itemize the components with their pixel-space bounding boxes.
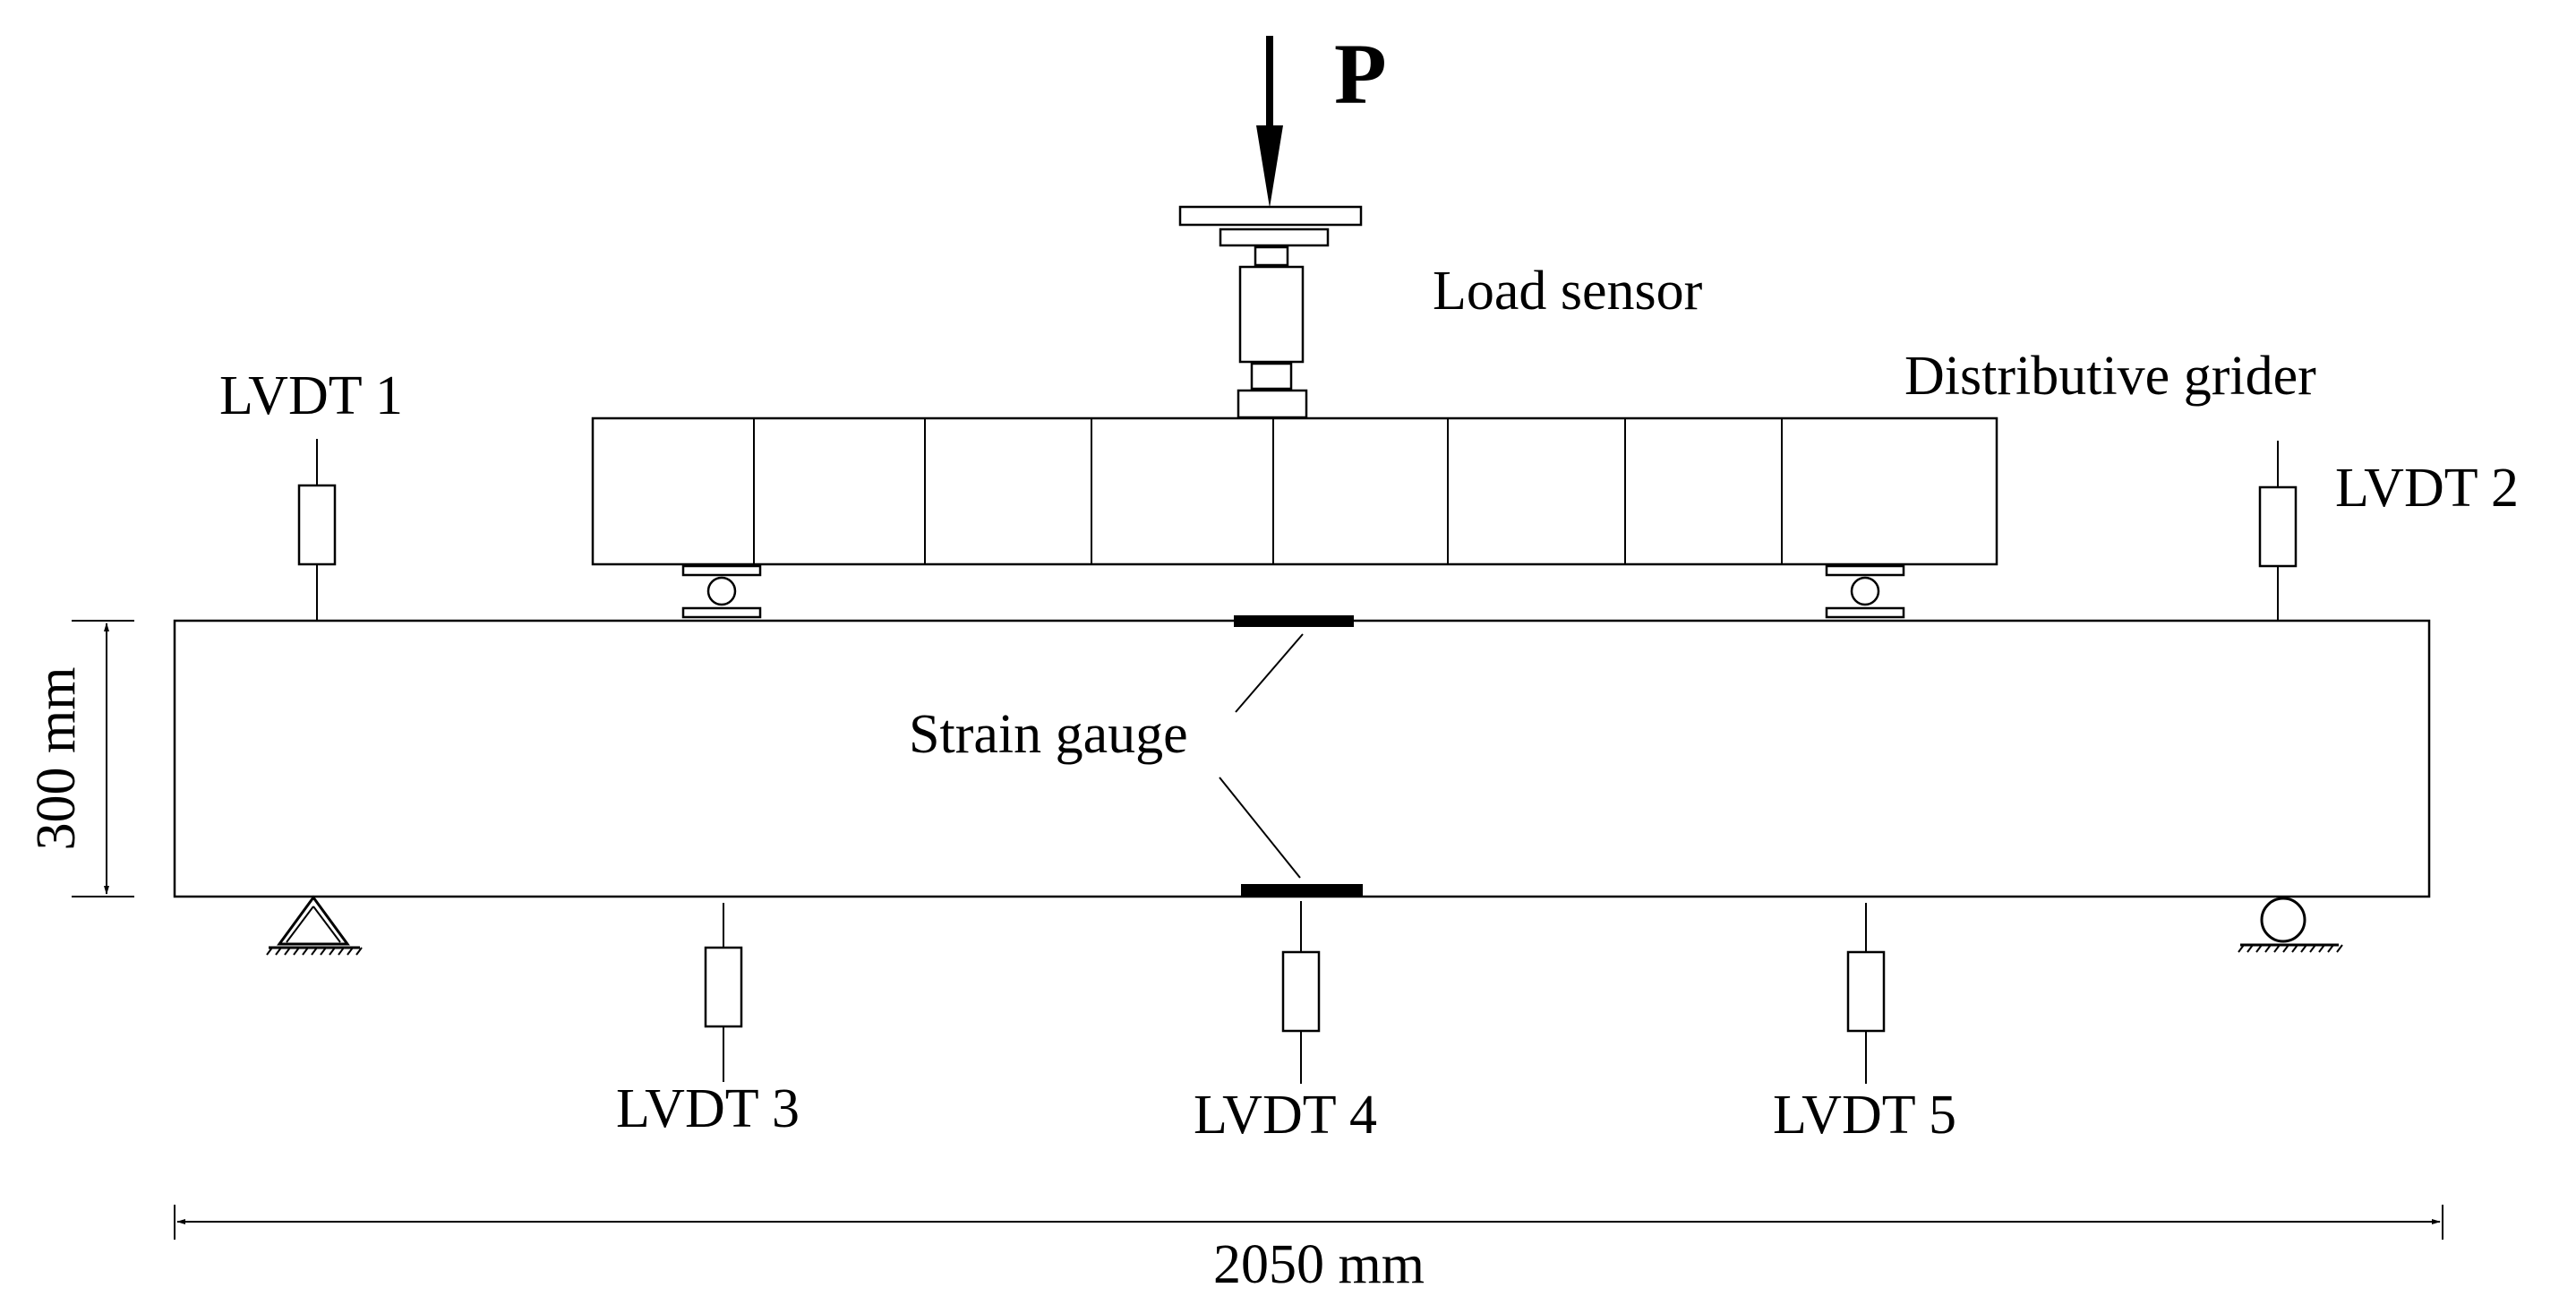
lvdt-1-label: LVDT 1 [219,365,403,426]
load-sensor-label: Load sensor [1433,261,1703,322]
concrete-beam [173,619,2431,898]
lvdt-2-label: LVDT 2 [2335,458,2519,519]
strain-gauge-bottom [1241,884,1363,896]
roller-support-right [2238,897,2343,953]
lvdt-4-label: LVDT 4 [1194,1085,1377,1146]
lvdt-5 [1846,903,1886,1084]
lvdt-2 [2258,441,2298,621]
lvdt-5-label: LVDT 5 [1773,1085,1956,1146]
lvdt-3 [704,903,743,1082]
span-dimension [174,1205,2443,1240]
lvdt-3-label: LVDT 3 [616,1078,800,1139]
load-label: P [1334,26,1387,122]
strain-gauge-label: Strain gauge [909,704,1188,765]
strain-gauge-top [1234,615,1354,627]
lvdt-4 [1281,901,1321,1084]
height-dimension [72,620,134,897]
strain-gauge-leader-bottom [1219,777,1301,879]
strain-gauge-leader-top [1235,633,1304,713]
girder-roller-left [681,564,762,619]
girder-roller-right [1825,564,1905,619]
distributive-girder [591,416,1998,566]
pin-support-left [266,895,363,956]
height-dimension-label: 300 mm [26,667,87,851]
load-arrow [1256,36,1283,208]
lvdt-1 [297,439,337,621]
distributive-girder-label: Distributive grider [1904,346,2316,407]
span-dimension-label: 2050 mm [1213,1234,1425,1295]
load-sensor [1178,205,1363,419]
